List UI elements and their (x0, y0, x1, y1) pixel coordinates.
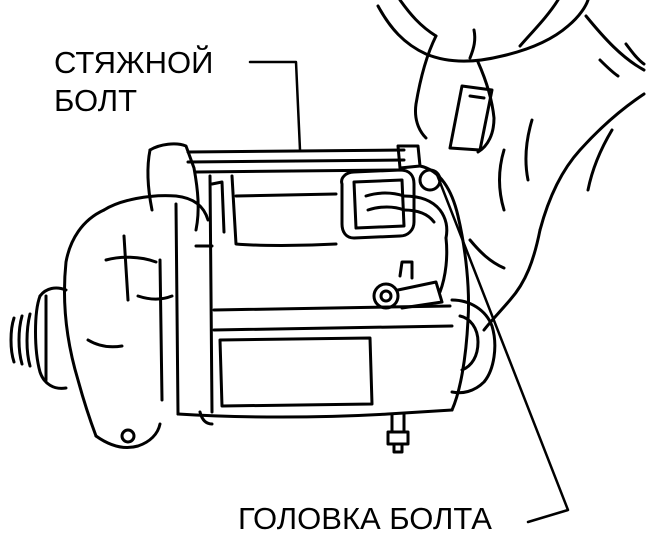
tie-bolt-label: СТЯЖНОЙ БОЛТ (54, 44, 213, 120)
bolt-head-leader (434, 170, 570, 524)
tie-bolt-label-line1: СТЯЖНОЙ (54, 45, 214, 80)
hand-drawing (376, 0, 646, 332)
starter-motor (9, 142, 497, 454)
leader-lines (248, 60, 570, 524)
bolt-head-label: ГОЛОВКА БОЛТА (238, 501, 492, 536)
tie-bolt-leader (248, 60, 302, 152)
tie-bolt-label-line2: БОЛТ (54, 83, 138, 118)
